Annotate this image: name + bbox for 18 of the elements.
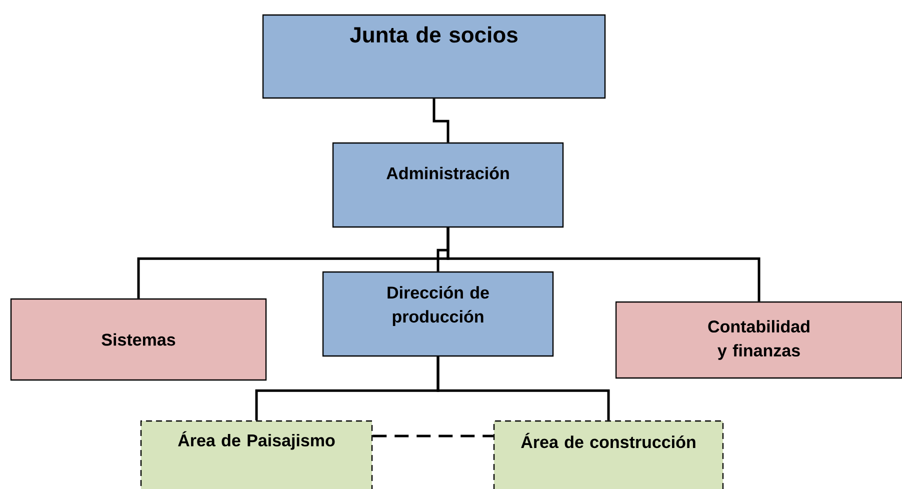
connector-line: [436, 356, 610, 420]
box-label: Área de construcción: [521, 432, 696, 448]
org-box: [332, 142, 564, 228]
box-label: Dirección de producción: [388, 286, 489, 326]
org-box: [493, 420, 724, 489]
box-label: Junta de socios: [350, 26, 518, 43]
connector-line: [432, 98, 450, 142]
org-box: [615, 301, 902, 379]
org-box: [322, 271, 554, 357]
box-label: Área de Paisajismo: [178, 431, 335, 450]
org-box: [10, 298, 267, 381]
org-box: [262, 14, 606, 99]
connector-line: [372, 434, 494, 438]
org-box: [140, 420, 373, 489]
connector-line: [446, 228, 760, 302]
box-label: Contabilidad y finanzas: [708, 320, 810, 360]
box-label: Administración: [386, 166, 509, 180]
box-label: Sistemas: [102, 333, 176, 346]
